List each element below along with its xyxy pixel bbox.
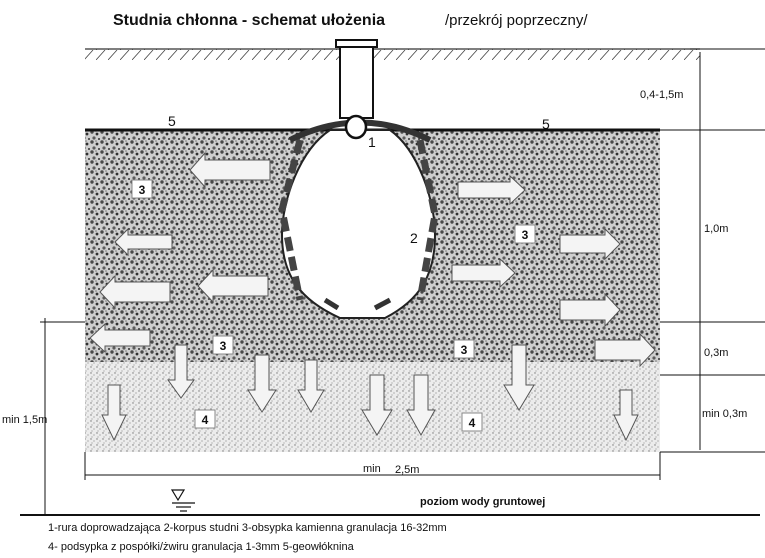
- label-geotextile-left: 5: [168, 113, 176, 129]
- marker-3: 3: [139, 183, 146, 197]
- dim-gravel-below: 0,3m: [704, 347, 728, 359]
- flow-arrows-gravel: [89, 151, 656, 368]
- material-markers: 3 3 3 3 4 4: [131, 179, 536, 432]
- legend-line-2: 4- podsypka z pospółki/żwiru granulacja …: [48, 541, 355, 553]
- marker-3: 3: [461, 343, 468, 357]
- page-subtitle: /przekrój poprzeczny/: [445, 12, 588, 29]
- dimension-lines: [20, 48, 765, 516]
- arrow-down-icon: [101, 384, 127, 442]
- inlet-pipe-icon: [344, 114, 368, 140]
- flow-arrows-down: [101, 344, 639, 442]
- dim-width-value: 2,5m: [395, 464, 419, 476]
- well-body: [278, 119, 439, 319]
- arrow-left-icon: [189, 151, 271, 189]
- arrow-right-icon: [594, 332, 656, 368]
- arrow-right-icon: [559, 292, 621, 328]
- label-pipe: 1: [368, 134, 376, 150]
- arrow-down-icon: [503, 344, 535, 411]
- page-title: Studnia chłonna - schemat ułożenia: [113, 12, 385, 29]
- arrow-down-icon: [406, 374, 436, 437]
- ground-surface: [85, 48, 700, 60]
- groundwater-symbol-icon: [170, 489, 195, 512]
- arrow-right-icon: [559, 227, 621, 261]
- marker-3: 3: [220, 339, 227, 353]
- marker-4: 4: [202, 413, 209, 427]
- dim-depth-top: 0,4-1,5m: [640, 89, 683, 101]
- dim-layer-height: 1,0m: [704, 223, 728, 235]
- arrow-down-icon: [613, 389, 639, 442]
- arrow-down-icon: [361, 374, 393, 436]
- arrow-left-icon: [99, 274, 171, 310]
- arrow-down-icon: [297, 359, 325, 413]
- marker-3: 3: [522, 228, 529, 242]
- arrow-left-icon: [89, 322, 151, 354]
- legend-line-1: 1-rura doprowadzająca 2-korpus studni 3-…: [48, 522, 447, 534]
- arrow-left-icon: [197, 268, 269, 304]
- dim-sand-below: min 0,3m: [702, 408, 747, 420]
- arrow-down-icon: [167, 344, 195, 399]
- arrow-left-icon: [114, 227, 173, 257]
- arrow-right-icon: [451, 257, 516, 289]
- well-shaft: [335, 39, 378, 119]
- dim-total-to-water: min 1,5m: [2, 414, 47, 426]
- dim-width-min: min: [363, 463, 381, 475]
- arrow-down-icon: [247, 354, 277, 413]
- groundwater-label: poziom wody gruntowej: [420, 496, 545, 508]
- label-geotextile-right: 5: [542, 116, 550, 132]
- marker-4: 4: [469, 416, 476, 430]
- arrow-right-icon: [457, 174, 526, 206]
- label-well-body: 2: [410, 230, 418, 246]
